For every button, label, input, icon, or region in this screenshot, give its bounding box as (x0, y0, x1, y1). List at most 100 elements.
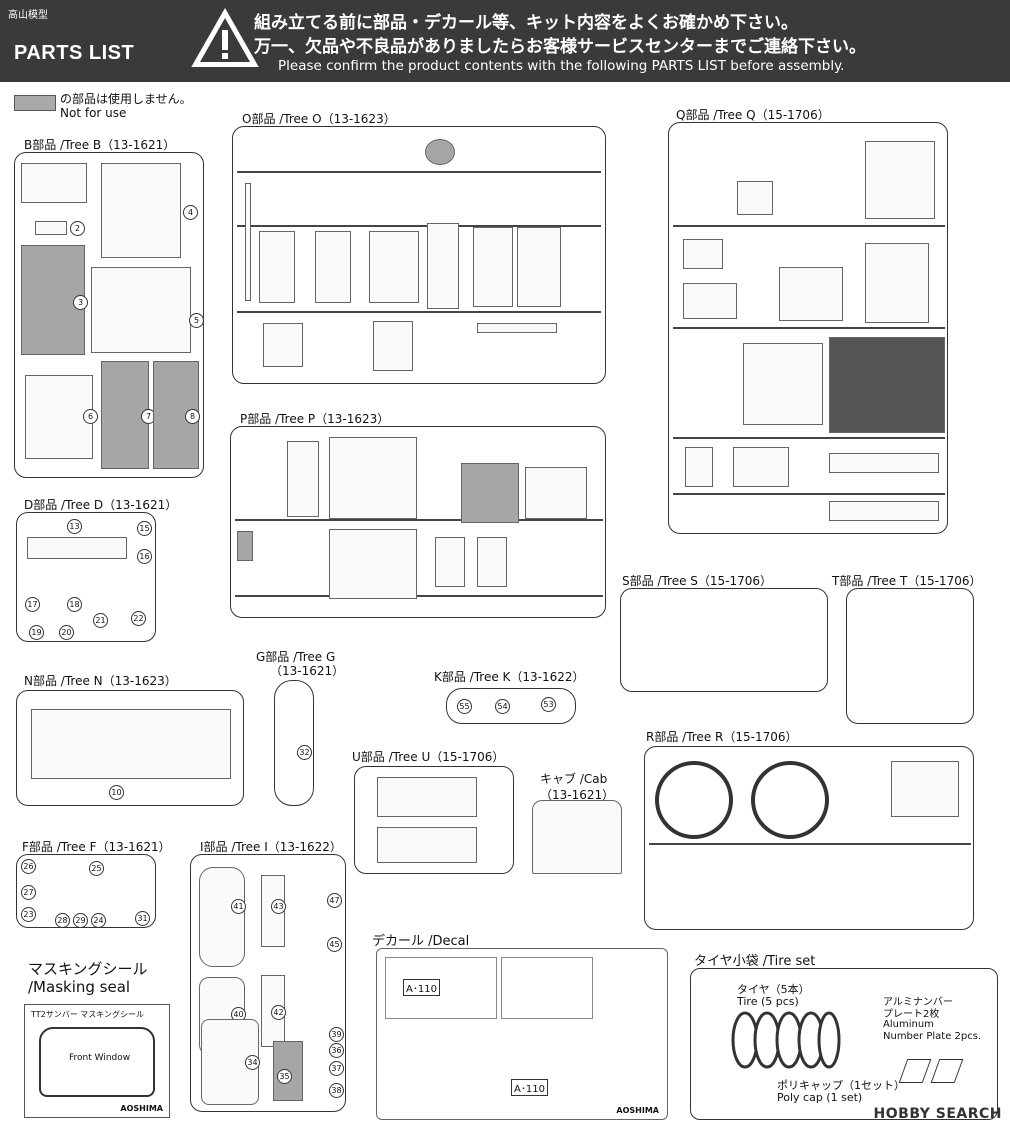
part-q (865, 141, 935, 219)
sprue (673, 437, 945, 439)
part-number: 2 (70, 221, 85, 236)
part-q (829, 453, 939, 473)
plate-en1: Aluminum (883, 1019, 934, 1030)
number-plate-icon (898, 1059, 932, 1083)
masking-maker: AOSHIMA (120, 1104, 163, 1113)
part-p (287, 441, 319, 517)
part-o (517, 227, 561, 307)
tree-f-frame: 26 25 27 23 28 29 24 31 (16, 854, 156, 928)
part-number: 25 (89, 861, 104, 876)
part-r-fender (751, 761, 829, 839)
part-number: 45 (327, 937, 342, 952)
legend-jp: の部品は使用しません。 (60, 92, 192, 106)
part-number: 28 (55, 913, 70, 928)
part-p (477, 537, 507, 587)
part-o (369, 231, 419, 303)
tree-q-label: Q部品 /Tree Q（15-1706） (676, 108, 830, 122)
legend-en: Not for use (60, 106, 127, 120)
tree-d-frame: 13 15 16 17 18 19 20 21 22 (16, 512, 156, 642)
part-r-fender (655, 761, 733, 839)
part-u (377, 827, 477, 863)
sprue (673, 327, 945, 329)
tree-k-label: K部品 /Tree K（13-1622） (434, 670, 585, 684)
tree-b-frame: 4 2 3 5 6 7 8 (14, 152, 204, 478)
tree-g-frame: 32 (274, 680, 314, 806)
sprue (235, 519, 603, 521)
sprue (649, 843, 971, 845)
tree-f-label: F部品 /Tree F（13-1621） (22, 840, 171, 854)
decal-plate: A･110 (511, 1079, 548, 1096)
decal-panel (501, 957, 593, 1019)
part-q (779, 267, 843, 321)
masking-sheet: TT2サンバー マスキングシール Front Window AOSHIMA (24, 1004, 170, 1118)
part-number: 53 (541, 697, 556, 712)
part-b2 (35, 221, 67, 235)
part-q (685, 447, 713, 487)
front-window-outline (39, 1027, 155, 1097)
polycap-jp: ポリキャップ（1セット） (777, 1079, 905, 1092)
part-number: 26 (21, 859, 36, 874)
watermark: HOBBY SEARCH (873, 1106, 1002, 1122)
part-q (733, 447, 789, 487)
tree-g-code: （13-1621） (270, 664, 345, 678)
part-q-grille (829, 337, 945, 433)
part-number: 37 (329, 1061, 344, 1076)
part-number: 21 (93, 613, 108, 628)
decal-label: デカール /Decal (372, 934, 470, 949)
part-number: 35 (277, 1069, 292, 1084)
part-p (329, 437, 417, 519)
header-notice-jp-1: 組み立てる前に部品・デカール等、キット内容をよくお確かめ下さい。 (254, 13, 798, 33)
tree-p-frame (230, 426, 606, 618)
part-number: 19 (29, 625, 44, 640)
part-q (683, 283, 737, 319)
tree-i-label: I部品 /Tree I（13-1622） (200, 840, 342, 854)
part-r (891, 761, 959, 817)
part-q (737, 181, 773, 215)
header-notice-en: Please confirm the product contents with… (278, 58, 845, 74)
part-o (373, 321, 413, 371)
masking-title-en: /Masking seal (28, 978, 131, 996)
part-number: 27 (21, 885, 36, 900)
part-p (435, 537, 465, 587)
cab-label: キャブ /Cab (540, 772, 608, 786)
part-u (377, 777, 477, 817)
not-for-use-swatch (14, 95, 56, 111)
part-n10 (31, 709, 231, 779)
tree-o-label: O部品 /Tree O（13-1623） (242, 112, 396, 126)
plate-en2: Number Plate 2pcs. (883, 1031, 982, 1042)
part-b5 (91, 267, 191, 353)
part-q (829, 501, 939, 521)
decal-maker: AOSHIMA (616, 1106, 659, 1115)
page-title: PARTS LIST (14, 42, 135, 64)
masking-sheet-title: TT2サンバー マスキングシール (31, 1010, 145, 1019)
sprue (237, 225, 601, 227)
tire-icon (731, 1011, 841, 1069)
sprue (237, 311, 601, 313)
part-number: 39 (329, 1027, 344, 1042)
tree-i-frame: 41 40 43 42 47 45 34 35 39 36 37 38 (190, 854, 346, 1112)
tree-n-label: N部品 /Tree N（13-1623） (24, 674, 177, 688)
part-number: 5 (189, 313, 204, 328)
tree-q-frame (668, 122, 948, 534)
part-number: 8 (185, 409, 200, 424)
tree-o-frame (232, 126, 606, 384)
tree-d-label: D部品 /Tree D（13-1621） (24, 498, 178, 512)
part-number: 29 (73, 913, 88, 928)
tire-en: Tire (5 pcs) (737, 995, 799, 1008)
part-number: 54 (495, 699, 510, 714)
tree-s-label: S部品 /Tree S（15-1706） (622, 574, 773, 588)
part-number: 42 (271, 1005, 286, 1020)
part-number: 18 (67, 597, 82, 612)
tree-u-frame (354, 766, 514, 874)
part-number: 15 (137, 521, 152, 536)
part-number: 6 (83, 409, 98, 424)
part-number: 23 (21, 907, 36, 922)
header-bar (0, 0, 1010, 82)
cab-code: （13-1621） (540, 788, 615, 802)
plate-jp1: アルミナンバー (883, 997, 953, 1008)
part-p (329, 529, 417, 599)
part-number: 13 (67, 519, 82, 534)
tree-r-frame (644, 746, 974, 930)
part-number: 16 (137, 549, 152, 564)
part-b1 (21, 163, 87, 203)
